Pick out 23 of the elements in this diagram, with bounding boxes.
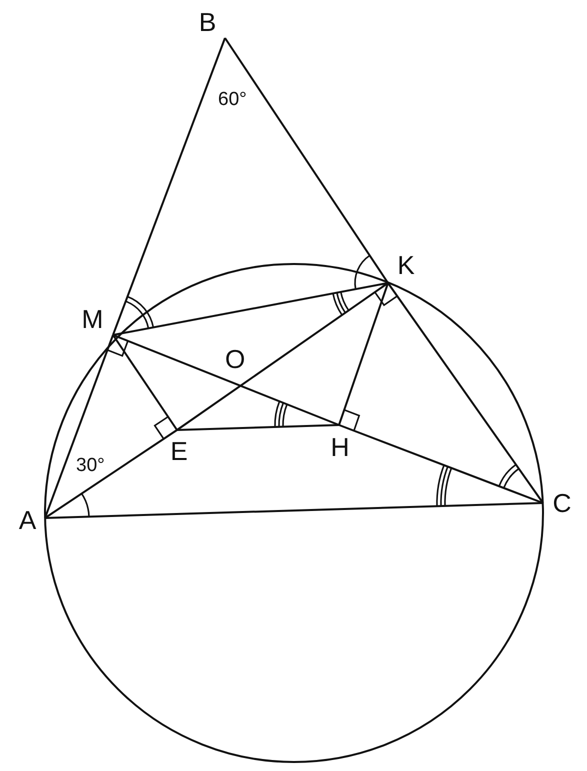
line-segment [338,424,544,504]
line-segment [112,38,226,336]
point-label: E [170,438,188,464]
line-segment [112,334,178,431]
point-label: C [552,490,572,516]
point-label: B [198,9,216,35]
angle-label: 60° [218,90,247,109]
point-label: O [225,346,246,372]
point-label: H [330,434,350,460]
line-segment [176,282,389,431]
point-label: K [397,252,415,278]
point-label: A [18,507,36,533]
line-segment [112,282,388,336]
line-segment [224,37,389,284]
angle-label: 30° [76,456,105,475]
line-segment [44,429,178,519]
line-segment [44,502,544,519]
line-segment [176,424,340,431]
line-segment [44,334,114,518]
line-segment [112,334,340,426]
line-segment [338,282,389,426]
line-segment [387,282,544,504]
point-label: M [82,306,104,332]
